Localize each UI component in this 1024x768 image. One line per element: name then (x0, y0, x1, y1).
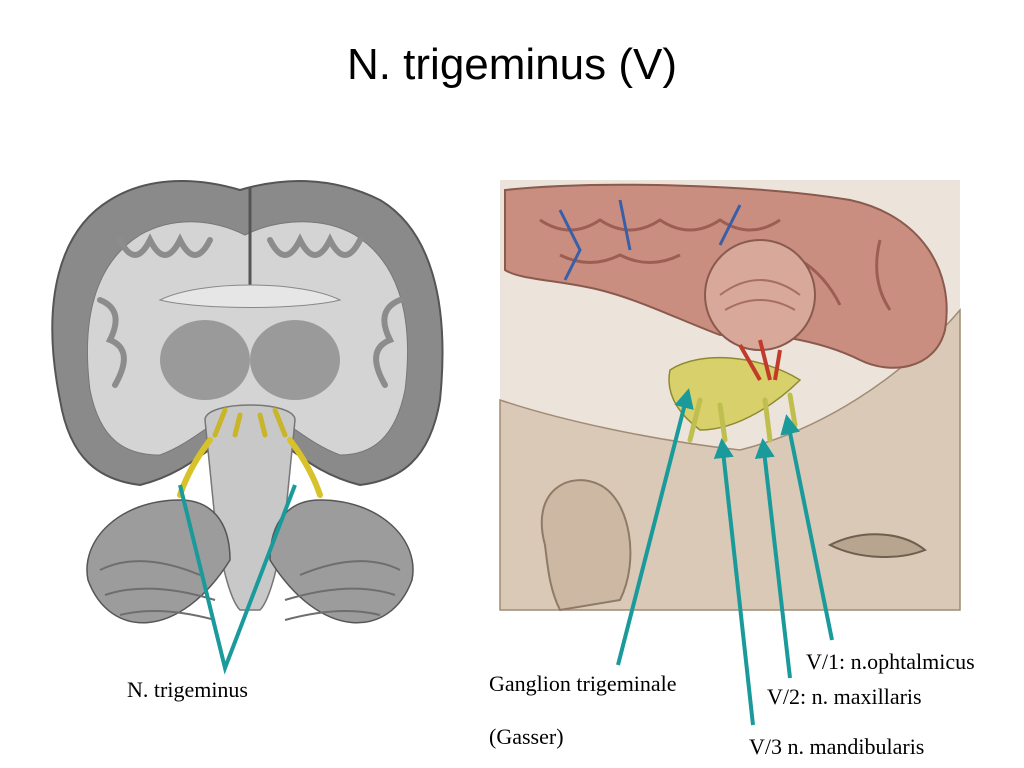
cranial-nerves-right (257, 407, 288, 438)
label-gasser: (Gasser) (489, 724, 564, 749)
label-v2-maxillaris: V/2: n. maxillaris (767, 684, 922, 709)
eye (827, 533, 927, 558)
white-matter (87, 221, 408, 456)
thalamus-left (160, 320, 250, 400)
label-ganglion-trigeminale: Ganglion trigeminale (489, 671, 677, 696)
slide-title: N. trigeminus (V) (346, 40, 678, 89)
cerebellum-folia (99, 560, 401, 621)
pointer-lines (178, 388, 834, 726)
pointer-v3 (713, 438, 755, 726)
pointer-v2 (754, 438, 792, 679)
gyri-texture (97, 233, 403, 388)
label-v1-ophthalmicus: V/1: n.ophtalmicus (806, 649, 975, 674)
arteries (738, 339, 782, 381)
blood-vessels (558, 199, 742, 281)
thalamus-right (250, 320, 340, 400)
trigeminal-root-right (287, 437, 323, 498)
pointer-v1 (780, 414, 834, 641)
pointer-n-trigeminus (178, 484, 297, 675)
brain-sulci (539, 218, 892, 311)
lateral-dissection (499, 180, 961, 612)
cerebellum-folia-right (719, 279, 801, 311)
ear (540, 479, 632, 612)
pointer-ganglion (616, 388, 694, 666)
coronal-brain-section (51, 180, 444, 624)
cranial-nerves-left (212, 407, 243, 438)
cerebellum-right (269, 499, 414, 624)
nerve-branches (687, 392, 798, 443)
cerebellum-cutaway (704, 239, 816, 351)
label-v3-mandibularis: V/3 n. mandibularis (749, 734, 925, 759)
brainstem (204, 404, 296, 611)
label-n-trigeminus: N. trigeminus (127, 677, 248, 702)
cerebellum-left (86, 499, 231, 624)
corpus-callosum (158, 284, 342, 308)
